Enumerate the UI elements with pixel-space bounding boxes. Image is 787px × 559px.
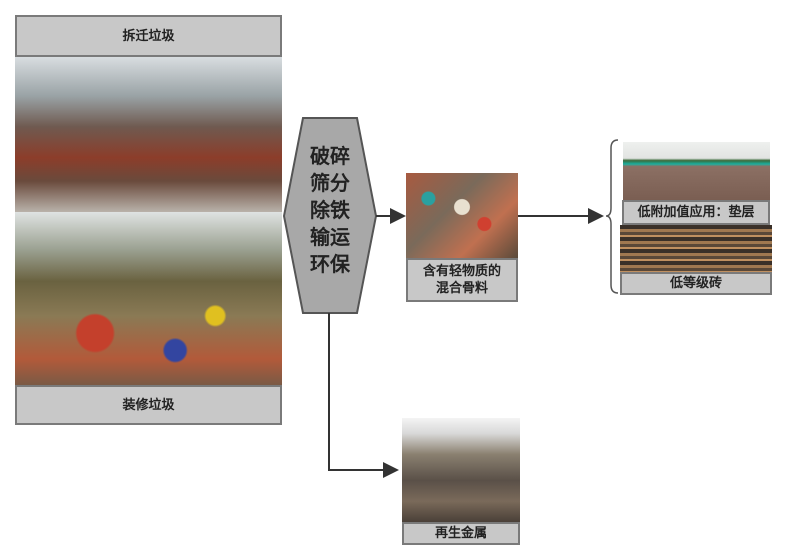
- mixed-aggregate-photo: [406, 173, 518, 258]
- step-screen: 筛分: [310, 171, 350, 195]
- recycled-metal-photo: [402, 418, 520, 522]
- renovation-waste-photo: [15, 212, 282, 385]
- mixed-aggregate-line2: 混合骨料: [435, 281, 488, 296]
- mixed-aggregate-line1: 含有轻物质的: [422, 264, 501, 279]
- brick-photo: [620, 225, 772, 272]
- step-environmental: 环保: [310, 252, 350, 276]
- demolition-waste-label: 拆迁垃圾: [15, 15, 282, 57]
- demolition-waste-photo: [15, 57, 282, 212]
- low-value-use-label: 低附加值应用：垫层: [622, 200, 770, 225]
- process-steps: 破碎 筛分 除铁 输运 环保: [284, 143, 376, 278]
- step-iron-removal: 除铁: [310, 198, 350, 222]
- arrow-to-metal: [328, 313, 399, 478]
- low-grade-brick-label: 低等级砖: [620, 272, 772, 295]
- brace: [605, 139, 619, 294]
- step-transport: 输运: [310, 225, 350, 249]
- renovation-waste-label: 装修垃圾: [15, 385, 282, 425]
- recycled-metal-label: 再生金属: [402, 522, 520, 545]
- process-hexagon: [282, 117, 378, 314]
- road-base-photo: [623, 142, 770, 200]
- mixed-aggregate-label: 含有轻物质的 混合骨料: [406, 258, 518, 302]
- step-crush: 破碎: [310, 144, 350, 168]
